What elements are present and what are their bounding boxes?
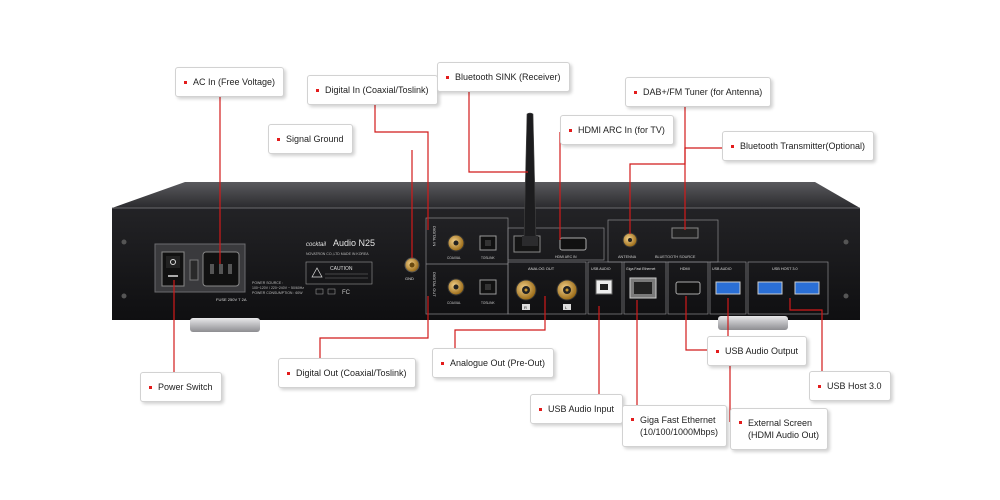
svg-text:ANALOG OUT: ANALOG OUT xyxy=(528,266,555,271)
bullet-icon xyxy=(184,81,187,84)
callout-digital-in: Digital In (Coaxial/Toslink) xyxy=(307,75,438,105)
brand-text: cocktail xyxy=(306,242,327,248)
bullet-icon xyxy=(739,421,742,424)
svg-text:DIGITAL IN: DIGITAL IN xyxy=(432,226,437,246)
ext-screen-line-1: External Screen xyxy=(748,418,812,428)
bullet-icon xyxy=(277,138,280,141)
ethernet-line-2: (10/100/1000Mbps) xyxy=(640,427,718,437)
svg-text:COAXIAL: COAXIAL xyxy=(447,301,461,305)
callout-power-switch: Power Switch xyxy=(140,372,222,402)
callout-bluetooth-sink: Bluetooth SINK (Receiver) xyxy=(437,62,570,92)
svg-text:R: R xyxy=(524,305,527,310)
bullet-icon xyxy=(539,408,542,411)
fuse-label: FUSE 250V T 2A xyxy=(216,297,247,302)
power-source-label: POWER SOURCE : xyxy=(252,281,283,285)
bullet-icon xyxy=(446,76,449,79)
svg-text:HDMI ARC IN: HDMI ARC IN xyxy=(555,255,577,259)
callout-signal-ground: Signal Ground xyxy=(268,124,353,154)
foot-left xyxy=(190,318,260,332)
svg-text:BLUETOOTH SOURCE: BLUETOOTH SOURCE xyxy=(655,255,696,259)
svg-text:USB AUDIO: USB AUDIO xyxy=(591,267,611,271)
svg-text:ANTENNA: ANTENNA xyxy=(618,255,637,259)
usb-host-port-1 xyxy=(758,282,782,294)
power-range: 100~120V / 220~240V ~ 50/60Hz xyxy=(252,286,304,290)
bullet-icon xyxy=(569,129,572,132)
bullet-icon xyxy=(149,386,152,389)
callout-bt-transmitter: Bluetooth Transmitter(Optional) xyxy=(722,131,874,161)
usb-host-port-2 xyxy=(795,282,819,294)
bullet-icon xyxy=(441,362,444,365)
maker-line: NOVATRON CO.,LTD MADE IN KOREA xyxy=(306,252,369,256)
svg-text:USB AUDIO: USB AUDIO xyxy=(712,267,732,271)
hdmi-out-port xyxy=(676,282,700,294)
gnd-label: GND xyxy=(405,276,414,281)
power-consumption: POWER CONSUMPTION : 60W xyxy=(252,291,303,295)
bullet-icon xyxy=(631,418,634,421)
bullet-icon xyxy=(634,91,637,94)
chassis-top xyxy=(112,182,860,208)
bullet-icon xyxy=(316,89,319,92)
model-text: Audio N25 xyxy=(333,238,375,248)
ext-screen-line-2: (HDMI Audio Out) xyxy=(748,430,819,440)
callout-digital-out: Digital Out (Coaxial/Toslink) xyxy=(278,358,416,388)
bluetooth-antenna xyxy=(524,113,536,240)
usb-a-audio-port xyxy=(716,282,740,294)
svg-text:TOSLINK: TOSLINK xyxy=(481,301,495,305)
svg-text:DIGITAL OUT: DIGITAL OUT xyxy=(432,272,437,297)
hdmi-arc-port xyxy=(560,238,586,250)
bullet-icon xyxy=(731,145,734,148)
callout-hdmi-arc: HDMI ARC In (for TV) xyxy=(560,115,674,145)
callout-usb-host: USB Host 3.0 xyxy=(809,371,891,401)
bullet-icon xyxy=(287,372,290,375)
bullet-icon xyxy=(716,350,719,353)
bullet-icon xyxy=(818,385,821,388)
svg-text:CAUTION: CAUTION xyxy=(330,266,353,272)
callout-ethernet: Giga Fast Ethernet (10/100/1000Mbps) xyxy=(622,405,727,447)
callout-dab-fm: DAB+/FM Tuner (for Antenna) xyxy=(625,77,771,107)
svg-text:COAXIAL: COAXIAL xyxy=(447,256,461,260)
callout-analogue-out: Analogue Out (Pre-Out) xyxy=(432,348,554,378)
svg-text:USB HOST 3.0: USB HOST 3.0 xyxy=(772,267,798,271)
callout-usb-audio-output: USB Audio Output xyxy=(707,336,807,366)
ethernet-line-1: Giga Fast Ethernet xyxy=(640,415,716,425)
svg-text:HDMI: HDMI xyxy=(680,267,690,271)
svg-text:Giga Fast Ethernet: Giga Fast Ethernet xyxy=(626,267,655,271)
callout-external-screen: External Screen (HDMI Audio Out) xyxy=(730,408,828,450)
callout-ac-in: AC In (Free Voltage) xyxy=(175,67,284,97)
svg-text:FC: FC xyxy=(342,290,351,296)
callout-usb-audio-input: USB Audio Input xyxy=(530,394,623,424)
svg-text:TOSLINK: TOSLINK xyxy=(481,256,495,260)
